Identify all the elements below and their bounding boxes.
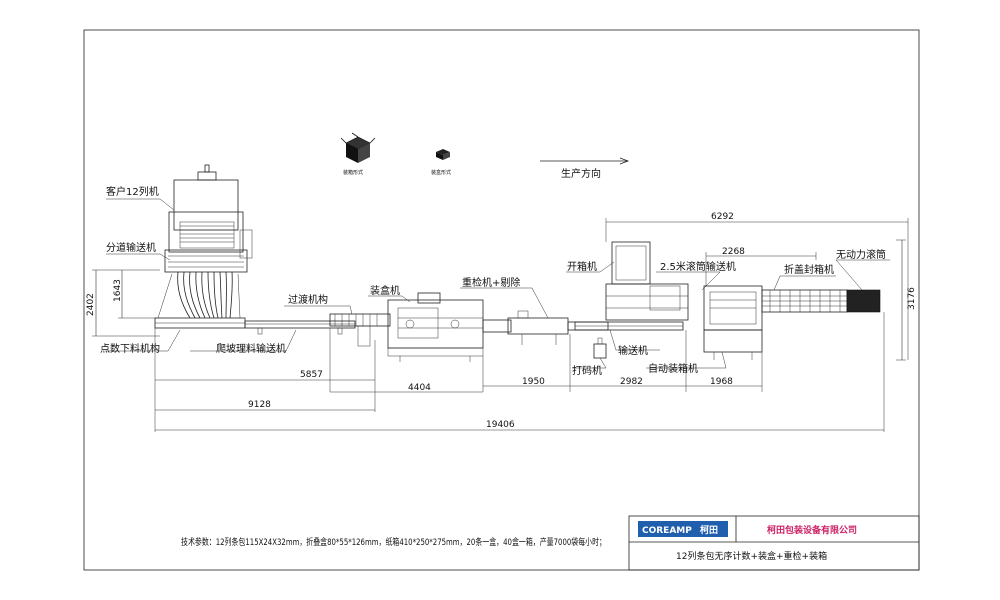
case-erector-shape (605, 241, 689, 321)
cartoning-label: 装盒机 (370, 284, 400, 297)
logo-cn-text: 柯田 (700, 524, 718, 536)
cartoning-shape (387, 292, 512, 362)
tech-note: 技术参数：12列条包115X24X32mm，折叠盒80*55*126mm，纸箱4… (181, 536, 606, 548)
drawing-title: 12列条包无序计数+装盒+重检+装箱 (676, 550, 827, 562)
company-logo (638, 521, 728, 537)
dim-1950: 1950 (522, 377, 545, 387)
company-name: 柯田包装设备有限公司 (767, 524, 857, 536)
conveyor-25m-label: 2.5米滚筒输送机 (660, 260, 736, 273)
direction-arrow (540, 157, 630, 165)
direction-label: 生产方向 (561, 167, 601, 180)
case-sealer-label: 折盖封箱机 (784, 263, 834, 276)
case-packer-shape (703, 285, 763, 360)
transition-label: 过渡机构 (288, 293, 328, 306)
dim-4404: 4404 (408, 383, 431, 393)
checkweigher-label: 重检机+剔除 (462, 276, 520, 289)
dim-19406: 19406 (486, 420, 515, 430)
dim-6292: 6292 (711, 212, 734, 222)
split-conveyor-label: 分道输送机 (106, 241, 156, 254)
callout-leaders (106, 198, 890, 369)
case-packer-label: 自动装箱机 (648, 362, 698, 375)
dim-9128: 9128 (248, 400, 271, 410)
climb-conveyor-shape (244, 320, 356, 335)
dim-1643: 1643 (113, 279, 123, 302)
drawing-frame (83, 29, 920, 571)
dim-2268: 2268 (722, 247, 745, 257)
title-block (628, 515, 920, 571)
coder-label: 打码机 (572, 364, 602, 377)
carton-icon-caption: 装盒形式 (431, 169, 451, 176)
conveyor-label: 输送机 (618, 344, 648, 357)
case-erector-label: 开箱机 (567, 260, 597, 273)
roller-label: 无动力滚筒 (836, 248, 886, 261)
dim-5857: 5857 (300, 370, 323, 380)
case-sealer-shape (761, 289, 848, 313)
dim-2402: 2402 (86, 293, 96, 316)
dim-2982: 2982 (620, 377, 643, 387)
counter-machine (154, 164, 253, 329)
logo-text: COREAMP (642, 526, 692, 536)
counter-label: 客户12列机 (106, 185, 159, 198)
checkweigher-shape (507, 310, 609, 345)
roller-shape (846, 289, 881, 313)
counting-drop-label: 点数下料机构 (100, 342, 160, 355)
dim-1968: 1968 (710, 377, 733, 387)
dimension-lines (92, 218, 909, 432)
carton-icon (436, 149, 450, 160)
conveyor-shape (574, 321, 684, 359)
dim-3176: 3176 (907, 287, 917, 310)
climb-conveyor-label: 爬坡理料输送机 (216, 342, 286, 355)
case-icon-caption: 装箱形式 (343, 169, 363, 176)
transition-shape (329, 313, 391, 347)
case-packing-icon (340, 132, 376, 163)
